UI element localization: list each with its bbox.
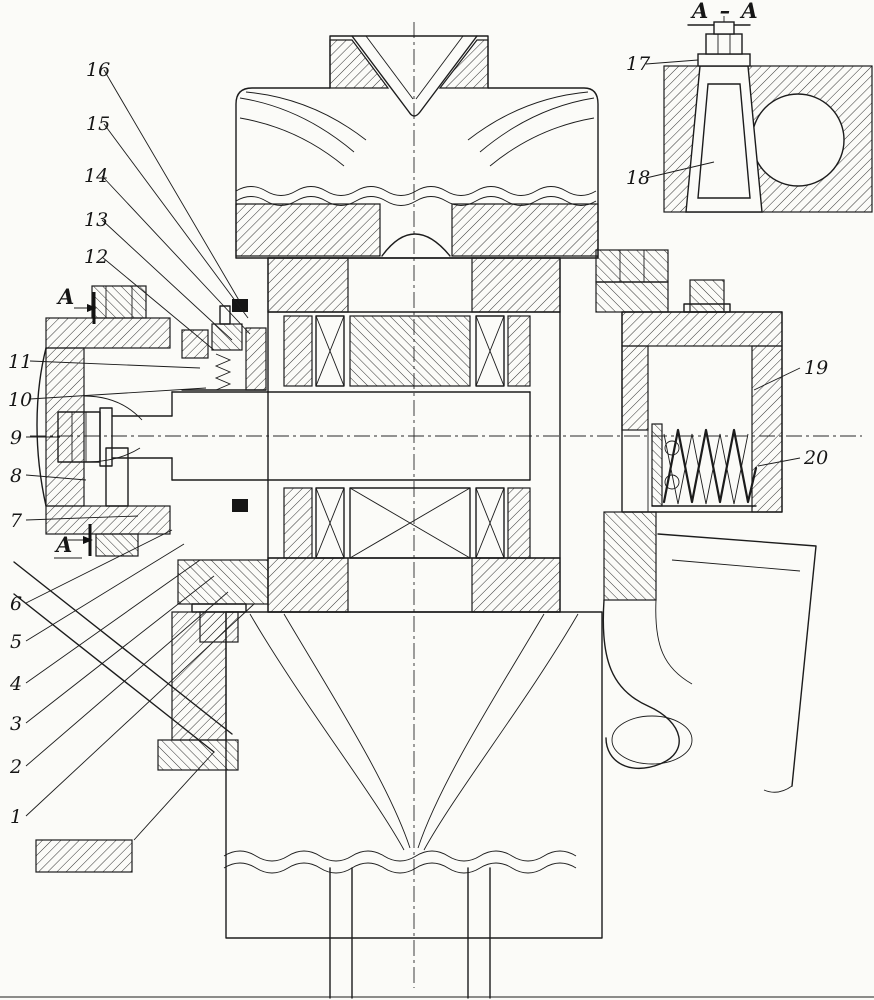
callout-10: 10 [8,389,32,411]
housing-bolt [689,279,725,313]
bracket-bolt-lower-shank [105,447,129,507]
callout-13: 13 [84,209,108,231]
sheave-lower-rim [157,611,603,999]
sheave-upper-rim [235,35,599,259]
callout-19: 19 [804,357,828,379]
callouts: 16 15 14 13 12 11 10 9 8 7 6 5 4 3 2 1 1… [8,53,828,828]
taper-pin [697,83,751,199]
bracket-bolt-upper [91,285,147,319]
callout-leaders [25,59,801,817]
lower-hub-bracket [177,559,269,643]
detent-spring [214,353,232,391]
detent-cluster [181,305,267,391]
callout-3: 3 [10,713,22,735]
section-plane-markers: A A [54,284,97,559]
detail-view-a-a: A – A [663,0,873,213]
right-lower-bracket [602,511,817,793]
right-housing [621,279,783,513]
callout-4: 4 [9,673,22,695]
seal-lower [232,499,248,512]
left-bracket [36,285,171,557]
callout-20: 20 [803,447,828,469]
pin-bolt-tip [713,21,735,35]
right-upper-block [595,249,669,313]
callout-12: 12 [84,246,108,268]
callout-6: 6 [10,593,22,615]
section-marker-top: A [56,284,74,309]
seal-upper [232,299,248,312]
callout-15: 15 [86,113,110,135]
callout-17: 17 [626,53,651,75]
bearings [283,315,531,559]
pin-nut [705,33,743,55]
spring [651,423,758,507]
callout-16: 16 [86,59,110,81]
rope-section [751,93,845,187]
callout-18: 18 [626,167,650,189]
pin-washer [697,53,751,67]
callout-14: 14 [84,165,108,187]
section-marker-bottom: A [54,532,72,557]
callout-1: 1 [10,806,22,828]
callout-5: 5 [10,631,22,653]
hub-assembly [232,257,561,613]
callout-11: 11 [8,351,32,373]
lower-bracket-bolt [199,611,239,643]
callout-9: 9 [10,427,22,449]
detail-title: A – A [690,0,760,23]
bracket-bolt-lower-head [95,533,139,557]
shaft [57,391,531,481]
callout-8: 8 [10,465,22,487]
callout-2: 2 [9,756,22,778]
callout-7: 7 [10,510,23,532]
